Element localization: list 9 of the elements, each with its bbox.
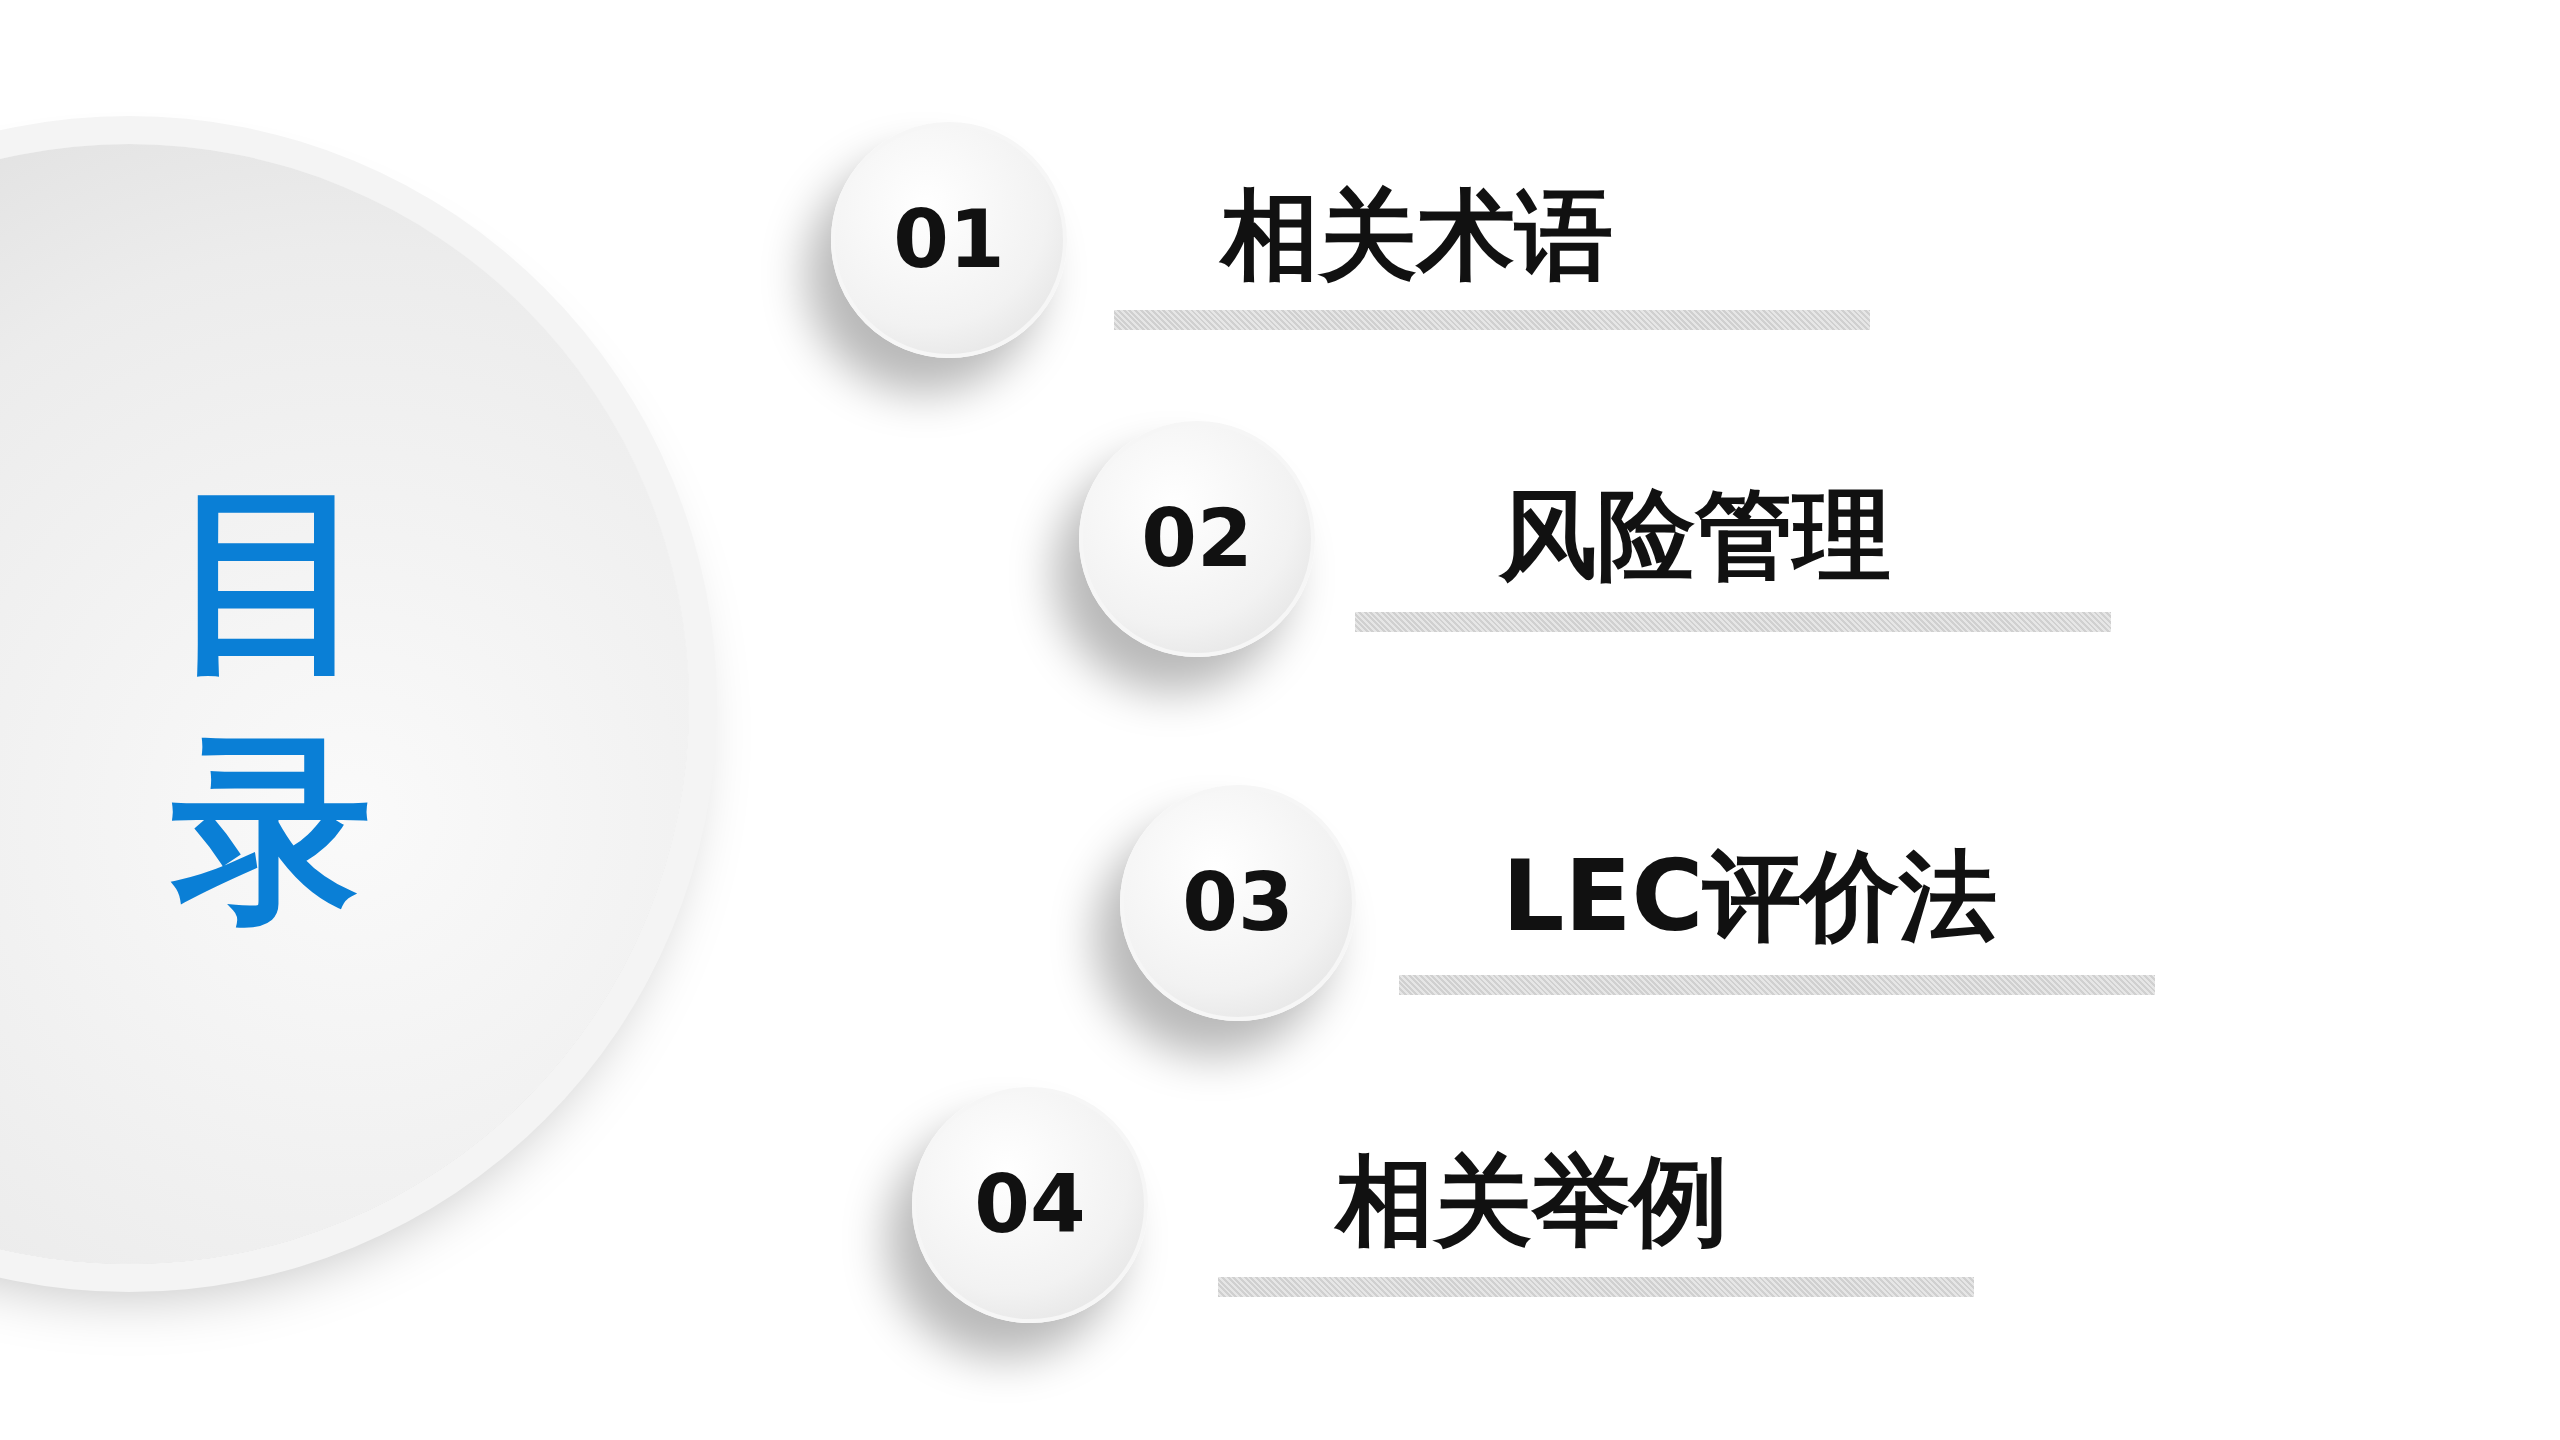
underlined-heading: 相关举例 [1218,1152,1974,1297]
section-number: 01 [893,200,1005,280]
section-number: 03 [1182,863,1294,943]
underlined-heading: 相关术语 [1114,186,1870,330]
section-number: 02 [1141,499,1253,579]
title-text: 目录 [170,462,373,948]
section-number: 04 [974,1165,1086,1245]
underlined-heading: LEC评价法 [1399,847,2155,995]
underlined-heading: 风险管理 [1355,486,2111,632]
